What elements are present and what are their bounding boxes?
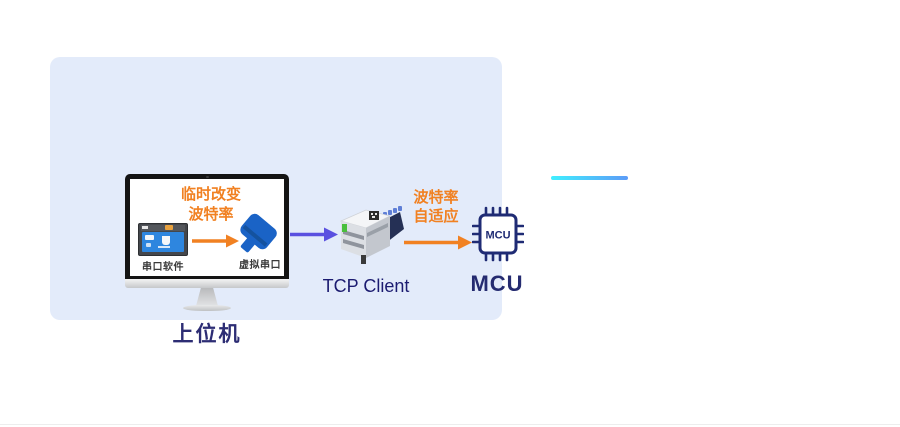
- module-to-mcu-arrow-icon: [404, 235, 472, 250]
- mcu-label: MCU: [470, 271, 524, 296]
- gradient-divider: [551, 176, 628, 180]
- app-ui-element: [145, 235, 154, 240]
- baud-adapt-note: 波特率 自适应: [402, 188, 470, 226]
- monitor-stand: [196, 288, 218, 306]
- app-ui-element: [158, 246, 170, 248]
- serial-software-icon: [138, 223, 188, 256]
- app-titlebar: [141, 225, 185, 231]
- tcp-client-label: TCP Client: [322, 276, 410, 296]
- baud-change-note-line1: 临时改变: [180, 186, 241, 203]
- bottom-border: [0, 424, 900, 425]
- baud-adapt-note-line2: 自适应: [413, 208, 459, 225]
- host-computer-label: 上位机: [172, 323, 242, 346]
- mcu-chip-text: MCU: [485, 230, 510, 242]
- app-ui-element: [146, 243, 151, 247]
- baud-change-note: 临时改变 波特率: [154, 185, 268, 225]
- mcu-chip-icon: MCU: [472, 206, 524, 262]
- app-content-panel: [142, 232, 184, 252]
- host-to-module-arrow-icon: [290, 227, 338, 242]
- app-titlebar-element: [142, 226, 148, 229]
- serial-software-label: 串口软件: [142, 262, 184, 273]
- rj45-module-icon: [339, 206, 404, 264]
- diagram-panel: 临时改变 波特率 串: [50, 57, 524, 346]
- monitor-camera-dot: [206, 176, 209, 178]
- baud-adapt-note-line1: 波特率: [413, 189, 459, 206]
- monitor-base: [183, 305, 231, 311]
- app-titlebar-element: [165, 225, 173, 230]
- monitor-chin: [125, 279, 289, 288]
- app-ui-element: [162, 236, 170, 245]
- baud-change-arrow-icon: [192, 234, 239, 248]
- db9-connector-icon: [240, 213, 277, 253]
- baud-change-note-line2: 波特率: [188, 206, 234, 223]
- virtual-com-label: 虚拟串口: [239, 260, 281, 271]
